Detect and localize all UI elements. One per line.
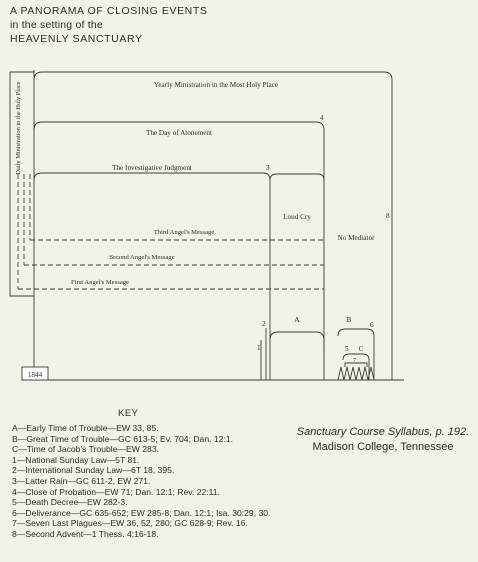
loud-cry-box bbox=[269, 173, 325, 181]
key-list: A—Early Time of Trouble—EW 33, 85. B—Gre… bbox=[12, 423, 282, 540]
key-item-8: 8—Second Advent—1 Thess. 4:16-18. bbox=[12, 528, 159, 539]
label-loud-cry: Loud Cry bbox=[283, 213, 311, 221]
source-college: Madison College, Tennessee bbox=[312, 441, 454, 453]
key-item-7: 7—Seven Last Plagues—EW 36, 52, 280; GC … bbox=[12, 518, 248, 529]
key-item-c: C—Time of Jacob's Trouble—EW 283. bbox=[12, 444, 159, 455]
daily-ministration-box bbox=[9, 71, 34, 297]
page-header: A PANORAMA OF CLOSING EVENTS in the sett… bbox=[10, 4, 207, 46]
arc-c bbox=[342, 353, 370, 380]
key-item-b: B—Great Time of Trouble—GC 613-5; Ev. 70… bbox=[12, 433, 233, 444]
key-item-a: A—Early Time of Trouble—EW 33, 85. bbox=[12, 423, 159, 433]
marker-4: 4 bbox=[320, 114, 324, 122]
marker-c: C bbox=[359, 345, 364, 353]
source-syllabus: Sanctuary Course Syllabus, p. 192. bbox=[296, 426, 470, 438]
label-first-angel: First Angel's Message bbox=[71, 279, 129, 286]
plague-box bbox=[344, 362, 368, 367]
day-of-atonement-arc bbox=[33, 121, 325, 352]
marker-b: B bbox=[347, 316, 352, 324]
marker-6: 6 bbox=[370, 321, 374, 329]
marker-2: 2 bbox=[262, 320, 266, 328]
arc-b bbox=[337, 328, 375, 380]
label-investigative-judgment: The Investigative Judgment bbox=[112, 164, 192, 172]
marker-3: 3 bbox=[266, 164, 270, 172]
header-title: A PANORAMA OF CLOSING EVENTS bbox=[10, 5, 208, 17]
label-1844: 1844 bbox=[28, 371, 43, 379]
label-no-mediator: No Mediator bbox=[338, 234, 376, 242]
key-item-2: 2—International Sunday Law—6T 18, 395. bbox=[12, 465, 175, 476]
label-second-angel: Second Angel's Message bbox=[109, 254, 174, 261]
source-citation: Sanctuary Course Syllabus, p. 192. Madis… bbox=[292, 425, 474, 455]
key-item-3: 3—Latter Rain—GC 611-2, EW 271. bbox=[12, 475, 151, 486]
marker-a: A bbox=[294, 316, 300, 324]
key-item-4: 4—Close of Probation—EW 71; Dan. 12:1; R… bbox=[12, 486, 220, 497]
yearly-ministration-arc bbox=[33, 71, 393, 380]
label-daily-ministration: Daily Ministration in the Holy Place bbox=[15, 81, 22, 174]
label-day-of-atonement: The Day of Atonement bbox=[146, 129, 212, 137]
box-1844 bbox=[21, 366, 49, 381]
header-subtitle: in the setting of the bbox=[10, 19, 103, 31]
sanctuary-diagram: Yearly Ministration in the Most Holy Pla… bbox=[9, 70, 404, 381]
header-sanctuary: HEAVENLY SANCTUARY bbox=[10, 33, 143, 45]
key-item-1: 1—National Sunday Law—5T 81. bbox=[12, 454, 140, 465]
marker-7: 7 bbox=[353, 358, 356, 364]
label-third-angel: Third Angel's Message bbox=[154, 229, 215, 236]
arc-a bbox=[269, 331, 325, 380]
key-title: KEY bbox=[118, 408, 139, 419]
marker-5: 5 bbox=[345, 345, 349, 353]
marker-1: 1 bbox=[257, 344, 261, 352]
label-yearly-ministration: Yearly Ministration in the Most Holy Pla… bbox=[154, 81, 278, 89]
key-item-6: 6—Deliverance—GC 635-652; EW 285-8; Dan.… bbox=[12, 507, 271, 518]
investigative-judgment-arc bbox=[33, 172, 271, 380]
key-item-5: 5—Death Decree—EW 282-3. bbox=[12, 497, 128, 508]
marker-8: 8 bbox=[386, 212, 390, 220]
